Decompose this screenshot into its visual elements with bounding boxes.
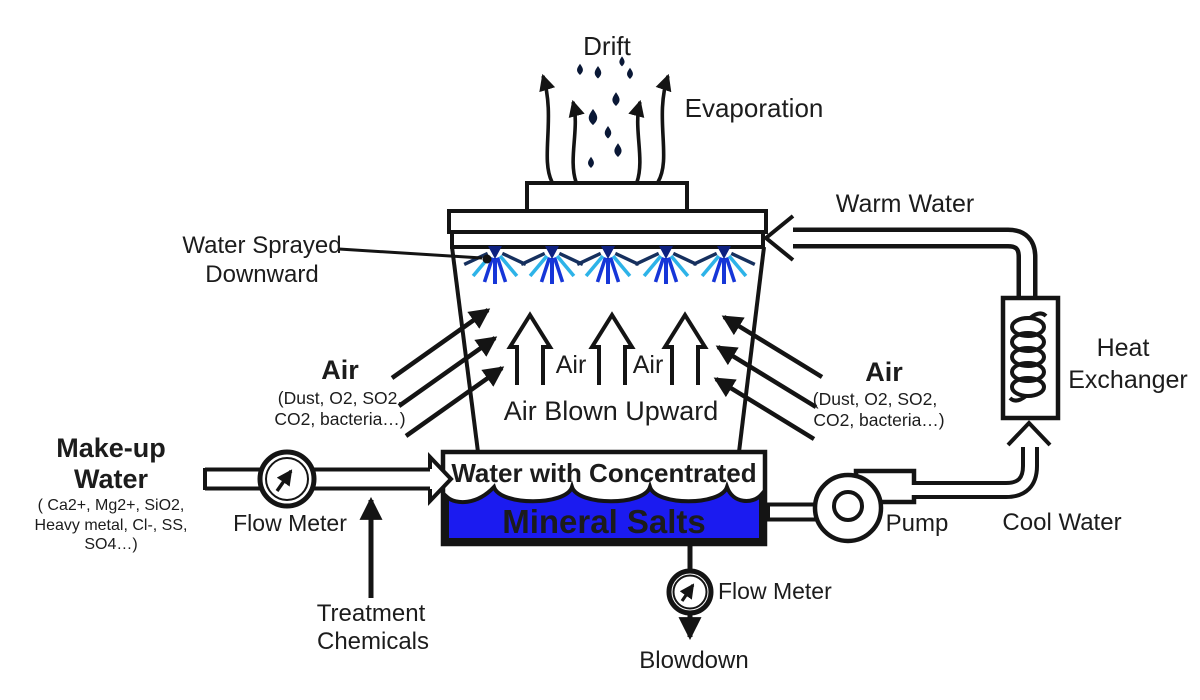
air-in-arrow-right	[721, 315, 824, 379]
basin: Water with Concentrated Mineral Salts	[440, 449, 768, 547]
warm-water-label: Warm Water	[836, 190, 974, 218]
air-flow: Air Air Air Blown Upward Air (Dust, O2, …	[274, 308, 945, 441]
basin-water	[445, 480, 763, 542]
tower-stack	[525, 181, 689, 215]
basin-label-bottom: Mineral Salts	[502, 503, 706, 540]
basin-label-top: Water with Concentrated	[451, 458, 756, 488]
treatment-chemicals: Treatment Chemicals	[317, 496, 429, 655]
flow-meter-left-label: Flow Meter	[233, 510, 347, 536]
makeup-water-label: Water	[74, 464, 149, 494]
air-in-arrow-left	[390, 308, 491, 380]
water-sprayed-label: Downward	[205, 261, 318, 288]
air-right-detail: (Dust, O2, SO2,	[813, 389, 937, 409]
coil-loop	[1010, 316, 1046, 338]
pointer-line	[338, 247, 483, 260]
gauge-inner-ring	[672, 574, 708, 610]
drift-arrow	[568, 99, 585, 183]
coil-loop	[1010, 376, 1046, 398]
tower-wall-left	[450, 246, 480, 453]
air-left-detail: CO2, bacteria…)	[274, 409, 405, 429]
makeup-arrowhead	[428, 452, 454, 506]
blowdown-label: Blowdown	[639, 647, 748, 674]
drift-arrow	[628, 99, 645, 183]
makeup-chemistry: ( Ca2+, Mg2+, SiO2,	[38, 497, 185, 514]
makeup-water-label: Make-up	[56, 433, 166, 463]
coil-loop	[1010, 346, 1046, 368]
cool-water-pipe	[913, 447, 1039, 499]
coil-end-top	[1028, 311, 1048, 320]
air-left-label: Air	[321, 355, 359, 385]
drift-arrow	[655, 73, 672, 183]
makeup-chemistry: SO4…)	[84, 536, 137, 553]
air-blown-upward-label: Air Blown Upward	[504, 396, 719, 426]
gauge-needle	[275, 469, 293, 492]
cool-water-pipe-core	[911, 447, 1035, 495]
tower-wall-right	[737, 246, 766, 453]
warm-water-arrowhead	[762, 214, 795, 262]
cool-water-arrowhead	[1006, 420, 1052, 447]
gauge-inner-ring	[265, 457, 309, 501]
water-sprayed-label: Water Sprayed	[182, 232, 341, 259]
drift-plume: Drift Evaporation	[539, 31, 824, 183]
air-in-arrow-left	[404, 366, 505, 438]
makeup-chemistry: Heavy metal, Cl-, SS,	[35, 517, 188, 534]
treatment-label: Treatment	[317, 600, 426, 627]
air-in-arrow-right	[713, 377, 816, 441]
air-up-arrow	[506, 311, 554, 385]
pipe-outline	[792, 227, 1038, 301]
heat-exchanger: Heat Exchanger	[1000, 295, 1188, 421]
drift-label: Drift	[583, 31, 631, 61]
air-up-arrow	[661, 311, 709, 385]
gauge-needle	[679, 583, 695, 602]
air-center-label: Air	[633, 351, 664, 379]
pump-hub	[832, 490, 864, 522]
air-up-arrow	[588, 311, 636, 385]
spray-header: Water Sprayed Downward	[182, 232, 757, 288]
coil-loop	[1010, 331, 1046, 353]
coil-loop	[1010, 361, 1046, 383]
air-in-arrow-left	[397, 336, 498, 408]
air-center-label: Air	[556, 351, 587, 379]
cool-water-label: Cool Water	[1002, 509, 1121, 536]
air-in-arrow-right	[715, 345, 818, 409]
warm-water-pipe: Warm Water	[762, 190, 1038, 303]
air-right-label: Air	[865, 357, 903, 387]
makeup-water-line: Flow Meter Make-up Water ( Ca2+, Mg2+, S…	[35, 433, 454, 553]
pump-label: Pump	[886, 510, 949, 537]
evaporation-label: Evaporation	[685, 93, 824, 123]
treatment-label: Chemicals	[317, 628, 429, 655]
heat-exchanger-label: Heat	[1097, 334, 1150, 362]
flow-meter-bottom-label: Flow Meter	[718, 578, 832, 604]
blowdown-branch: Flow Meter Blowdown	[639, 543, 832, 674]
air-left-detail: (Dust, O2, SO2,	[278, 388, 402, 408]
pipe-core	[792, 232, 1033, 303]
coil-end-bottom	[1008, 394, 1028, 403]
water-distribution-band	[450, 230, 765, 249]
pump-circuit: Pump Cool Water	[764, 420, 1122, 544]
air-right-detail: CO2, bacteria…)	[813, 410, 944, 430]
drift-arrow	[539, 73, 556, 183]
heat-exchanger-label: Exchanger	[1068, 366, 1188, 394]
tower-top-slab	[447, 209, 768, 234]
pointer-dot	[482, 254, 492, 264]
